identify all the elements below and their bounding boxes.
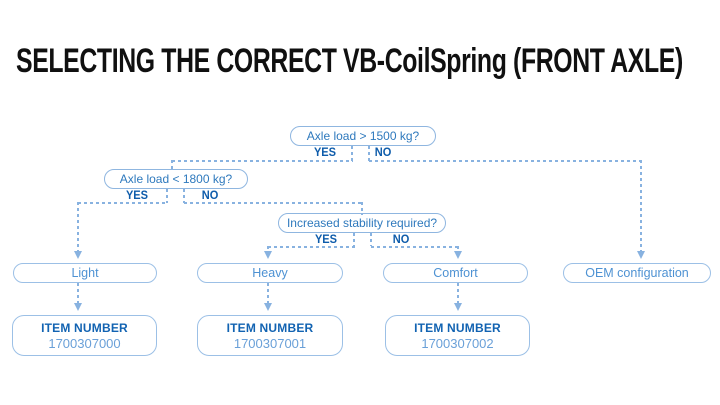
outcome-box-light: Light bbox=[13, 263, 157, 283]
outcome-box-comfort: Comfort bbox=[383, 263, 528, 283]
item-number-value: 1700307000 bbox=[48, 335, 121, 351]
outcome-label: Light bbox=[71, 266, 99, 280]
arrow-down-icon bbox=[74, 303, 82, 311]
flow-connector bbox=[172, 160, 353, 162]
arrow-down-icon bbox=[264, 303, 272, 311]
flow-connector bbox=[369, 160, 642, 162]
decision-box-axle-load-1500: Axle load > 1500 kg? bbox=[290, 126, 436, 146]
arrow-down-icon bbox=[74, 251, 82, 259]
decision-box-increased-stability: Increased stability required? bbox=[278, 213, 446, 233]
flow-connector bbox=[368, 146, 370, 162]
flow-connector bbox=[183, 189, 185, 203]
flow-connector bbox=[77, 283, 79, 303]
yes-label: YES bbox=[314, 232, 338, 246]
item-number-label: ITEM NUMBER bbox=[226, 320, 314, 335]
flow-connector bbox=[371, 246, 459, 248]
flow-connector bbox=[370, 233, 372, 246]
no-label: NO bbox=[374, 145, 392, 159]
flow-connector bbox=[267, 246, 269, 251]
yes-label: YES bbox=[313, 145, 337, 159]
flow-connector bbox=[457, 283, 459, 303]
page-title: SELECTING THE CORRECT VB-CoilSpring (FRO… bbox=[16, 42, 683, 80]
flow-connector bbox=[267, 283, 269, 303]
flow-connector bbox=[166, 189, 168, 203]
no-label: NO bbox=[392, 232, 410, 246]
item-number-box-heavy: ITEM NUMBER 1700307001 bbox=[197, 315, 343, 356]
flow-connector bbox=[361, 202, 363, 215]
yes-label: YES bbox=[125, 188, 149, 202]
flow-connector bbox=[184, 202, 363, 204]
item-number-box-light: ITEM NUMBER 1700307000 bbox=[12, 315, 157, 356]
decision-question: Increased stability required? bbox=[286, 216, 438, 230]
item-number-value: 1700307002 bbox=[421, 335, 494, 351]
decision-question: Axle load < 1800 kg? bbox=[119, 172, 233, 186]
outcome-label: Heavy bbox=[252, 266, 288, 280]
item-number-box-comfort: ITEM NUMBER 1700307002 bbox=[385, 315, 530, 356]
flow-connector bbox=[77, 202, 79, 251]
arrow-down-icon bbox=[454, 251, 462, 259]
outcome-box-oem-configuration: OEM configuration bbox=[563, 263, 711, 283]
arrow-down-icon bbox=[637, 251, 645, 259]
flow-connector bbox=[457, 246, 459, 251]
item-number-label: ITEM NUMBER bbox=[414, 320, 501, 335]
no-label: NO bbox=[201, 188, 219, 202]
decision-box-axle-load-1800: Axle load < 1800 kg? bbox=[104, 169, 248, 189]
decision-question: Axle load > 1500 kg? bbox=[306, 129, 420, 143]
flow-connector bbox=[353, 233, 355, 246]
item-number-value: 1700307001 bbox=[233, 335, 307, 351]
item-number-label: ITEM NUMBER bbox=[41, 320, 128, 335]
flow-connector bbox=[351, 146, 353, 162]
flow-connector bbox=[78, 202, 168, 204]
flow-connector bbox=[640, 160, 642, 251]
arrow-down-icon bbox=[264, 251, 272, 259]
flow-connector bbox=[268, 246, 355, 248]
arrow-down-icon bbox=[454, 303, 462, 311]
outcome-label: OEM configuration bbox=[585, 266, 689, 280]
flow-connector bbox=[171, 160, 173, 170]
outcome-box-heavy: Heavy bbox=[197, 263, 343, 283]
outcome-label: Comfort bbox=[433, 266, 478, 280]
